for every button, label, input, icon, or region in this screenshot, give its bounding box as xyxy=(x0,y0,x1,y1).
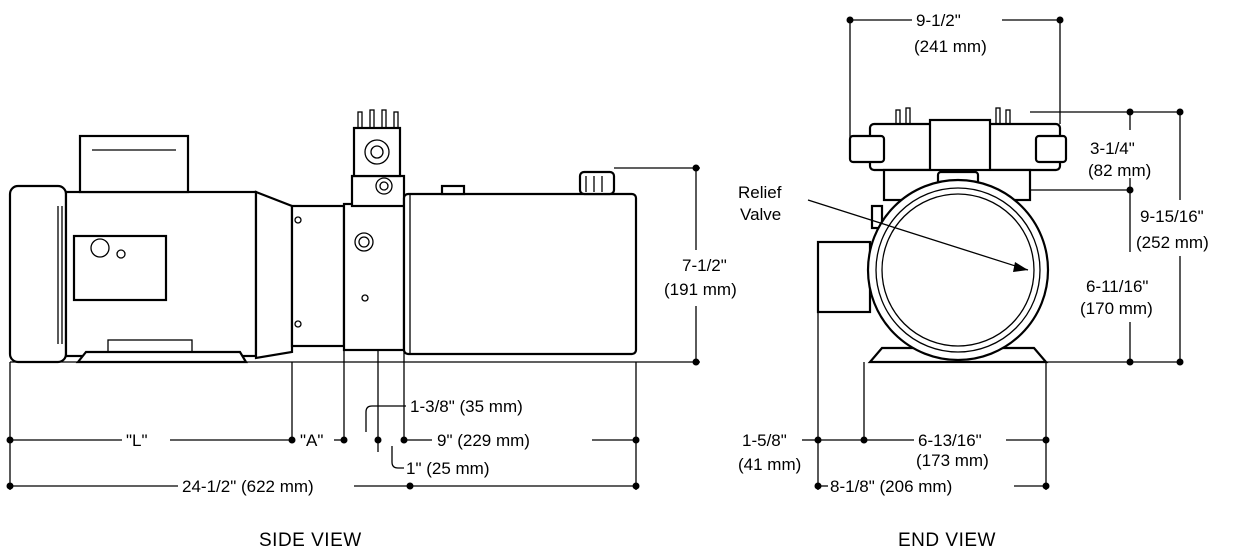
manifold-block xyxy=(342,202,406,352)
end-side-in: 1-5/8" xyxy=(742,431,787,450)
manifold xyxy=(342,109,406,352)
end-tank-outer xyxy=(866,178,1050,362)
end-total-height-in: 9-15/16" xyxy=(1140,207,1204,226)
nameplate xyxy=(72,234,168,302)
end-top-width-mm: (241 mm) xyxy=(914,37,987,56)
side-view: 7-1/2" (191 mm) "L" "A" 9" (229 mm) 1-3/… xyxy=(6,109,737,551)
side-view-caption: SIDE VIEW xyxy=(259,530,362,551)
junction-box xyxy=(78,134,190,194)
end-side-mm: (41 mm) xyxy=(738,455,801,474)
tank-body xyxy=(402,192,638,356)
dim-L: "L" xyxy=(126,431,148,450)
side-height-mm: (191 mm) xyxy=(664,280,737,299)
end-base-mm: (173 mm) xyxy=(916,451,989,470)
side-height-in: 7-1/2" xyxy=(682,256,727,275)
dim-overall-length: 24-1/2" (622 mm) xyxy=(182,477,314,496)
end-tank xyxy=(866,178,1050,364)
dim-port: 1-3/8" (35 mm) xyxy=(410,397,523,416)
dim-A: "A" xyxy=(300,431,323,450)
motor xyxy=(8,134,346,364)
end-view-caption: END VIEW xyxy=(898,530,996,551)
filler-cap xyxy=(578,170,616,196)
end-tank-height-mm: (170 mm) xyxy=(1080,299,1153,318)
end-view: 9-1/2" (241 mm) Relief Valve xyxy=(738,11,1209,551)
end-total-height-mm: (252 mm) xyxy=(1136,233,1209,252)
end-tank-height-in: 6-11/16" xyxy=(1086,277,1148,296)
dim-tank-length: 9" (229 mm) xyxy=(437,431,530,450)
end-valve-height-mm: (82 mm) xyxy=(1088,161,1151,180)
end-top-width-in: 9-1/2" xyxy=(916,11,961,30)
solenoid-valve xyxy=(352,126,402,178)
pump-adapter xyxy=(290,204,346,348)
end-side-block xyxy=(816,240,872,314)
relief-label-1: Relief xyxy=(738,183,782,202)
relief-label-2: Valve xyxy=(740,205,781,224)
reservoir-tank xyxy=(402,170,638,356)
end-base-in: 6-13/16" xyxy=(918,431,982,450)
motor-bell-housing xyxy=(254,190,294,360)
end-overall-width: 8-1/8" (206 mm) xyxy=(830,477,952,496)
end-valve-height-in: 3-1/4" xyxy=(1090,139,1135,158)
motor-foot xyxy=(75,350,248,364)
dim-offset: 1" (25 mm) xyxy=(406,459,490,478)
